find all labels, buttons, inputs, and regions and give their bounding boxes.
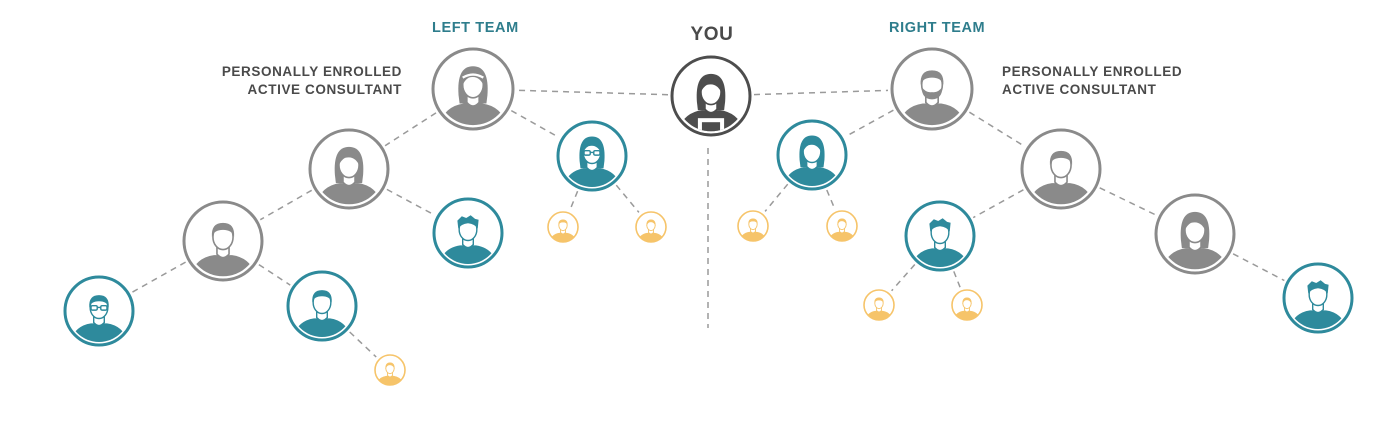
orange-person-node (635, 211, 667, 243)
left-team-label: LEFT TEAM (432, 20, 519, 36)
connector-line (258, 263, 291, 286)
teal-person-node (286, 270, 358, 342)
gray-person-node (308, 128, 390, 210)
personally-enrolled-line1: PERSONALLY ENROLLED (1002, 64, 1183, 79)
teal-person-node (556, 120, 628, 192)
connector-line (259, 189, 313, 221)
connector-lines (131, 89, 1285, 358)
gray-person-node (890, 47, 974, 131)
orange-person-node (863, 289, 895, 321)
personally-enrolled-line1: PERSONALLY ENROLLED (221, 64, 402, 79)
personally-enrolled-label-right: PERSONALLY ENROLLED ACTIVE CONSULTANT (1002, 63, 1222, 99)
connector-line (384, 112, 437, 147)
orange-person-node (737, 210, 769, 242)
woman-avatar-icon (1160, 211, 1230, 270)
right-team-label: RIGHT TEAM (889, 20, 986, 36)
orange-person-node (547, 211, 579, 243)
connector-line (969, 111, 1025, 147)
you-person-node (670, 55, 752, 137)
connector-line (615, 184, 640, 213)
connector-line (891, 264, 916, 292)
orange-person-node (374, 354, 406, 386)
person-nodes (63, 47, 1354, 386)
gray-person-node (431, 47, 515, 131)
connector-line (753, 89, 889, 96)
connector-line (131, 261, 186, 293)
connector-line (764, 183, 789, 212)
connector-line (844, 109, 894, 138)
orange-person-node (826, 210, 858, 242)
orange-person-node (951, 289, 983, 321)
connector-line (569, 190, 579, 210)
connector-line (972, 189, 1024, 219)
connector-line (1232, 253, 1285, 282)
you-label: YOU (690, 24, 734, 45)
connector-line (516, 89, 669, 96)
connector-line (349, 331, 377, 358)
teal-person-node (63, 275, 135, 347)
personally-enrolled-line2: ACTIVE CONSULTANT (247, 82, 402, 97)
teal-person-node (432, 197, 504, 269)
teal-person-node (1282, 262, 1354, 334)
connector-line (510, 109, 560, 139)
connector-line (386, 188, 435, 216)
gray-person-node (1020, 128, 1102, 210)
teal-person-node (776, 119, 848, 191)
connector-line (826, 189, 836, 209)
teal-person-node (904, 200, 976, 272)
personally-enrolled-label-left: PERSONALLY ENROLLED ACTIVE CONSULTANT (202, 63, 402, 99)
personally-enrolled-line2: ACTIVE CONSULTANT (1002, 82, 1157, 97)
gray-person-node (1154, 193, 1236, 275)
connector-line (953, 271, 961, 288)
gray-person-node (182, 200, 264, 282)
connector-line (1099, 187, 1157, 216)
